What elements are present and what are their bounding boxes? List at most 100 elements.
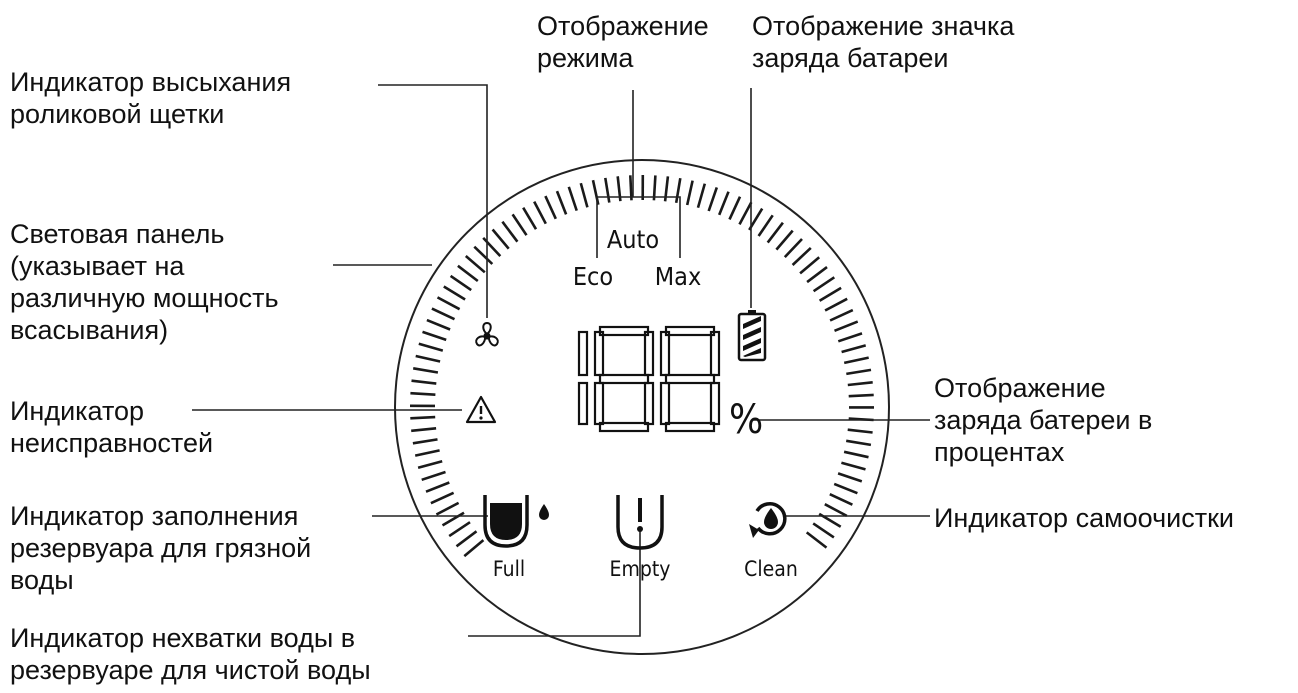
light-bar-segment	[464, 255, 486, 274]
empty-label: Empty	[610, 557, 671, 581]
digit-segment	[659, 381, 671, 426]
light-bar-segment	[847, 428, 873, 434]
light-bar-segment	[696, 183, 707, 209]
light-bar-segment	[783, 238, 803, 258]
light-bar-segment	[412, 438, 438, 445]
callout-battery-icon-display: Отображение значка заряда батареи	[752, 11, 1015, 73]
full-label: Full	[493, 557, 525, 581]
light-bar-segment	[841, 461, 866, 471]
light-bar-segment	[629, 175, 633, 201]
light-bar-segment	[555, 190, 568, 215]
mode-max-label: Max	[655, 262, 702, 291]
digit-segment	[659, 330, 671, 377]
light-bar-segment	[455, 530, 478, 548]
light-bar-segment	[846, 368, 872, 376]
light-bar-segment	[443, 285, 466, 301]
battery-icon	[737, 310, 767, 362]
light-bar-segment	[436, 296, 461, 311]
light-bar-segment	[449, 274, 472, 292]
light-bar-segment	[415, 354, 441, 363]
self-clean-icon	[749, 502, 787, 538]
light-bar-segment	[417, 460, 443, 470]
light-bar-segment	[441, 511, 465, 527]
light-bar-segment	[728, 196, 742, 220]
light-bar-segment	[833, 482, 858, 495]
light-bar-segment	[837, 332, 863, 343]
battery-percent-digits	[577, 325, 721, 433]
light-bar-segment	[848, 393, 874, 398]
digit-segment	[577, 330, 589, 377]
leader-lines	[192, 84, 930, 637]
light-bar-segment	[824, 297, 848, 312]
light-bar-segment	[652, 175, 657, 201]
digit-segment	[598, 373, 650, 385]
leader-brush-drying	[378, 84, 488, 318]
light-bar-segment	[414, 449, 440, 457]
light-bar-segment	[473, 245, 494, 265]
light-bar-segment	[766, 221, 784, 244]
light-bar-segment	[501, 220, 519, 243]
light-bar-segment	[738, 201, 753, 226]
leader-mode-bracket	[596, 196, 681, 258]
light-bar-segment	[410, 391, 436, 396]
light-bar-segment	[421, 470, 446, 482]
clean-label: Clean	[744, 557, 798, 581]
light-bar-segment	[418, 342, 444, 352]
light-bar-segment	[812, 522, 835, 539]
light-bar-segment	[411, 379, 437, 385]
light-bar-segment	[411, 427, 437, 433]
dirty-tank-icon	[483, 495, 529, 548]
display-outer-ring	[394, 159, 890, 655]
light-bar-segment	[806, 266, 828, 284]
light-bar-segment	[674, 177, 682, 204]
digit-segment	[577, 381, 589, 426]
light-bar-segment	[799, 256, 821, 275]
light-bar-segment	[805, 531, 828, 549]
light-bar-segment	[707, 186, 719, 212]
light-bar-segment	[457, 264, 479, 283]
light-bar-segment	[847, 381, 873, 387]
light-bar-segment	[834, 320, 859, 333]
light-bar-segment	[567, 186, 578, 212]
percent-sign: %	[729, 397, 763, 443]
callout-clean-water: Индикатор нехватки воды в резервуаре для…	[10, 623, 371, 685]
callout-fault: Индикатор неисправностей	[10, 396, 214, 458]
digit-segment	[643, 381, 655, 426]
light-bar-segment	[824, 503, 848, 518]
mode-eco-label: Eco	[573, 262, 613, 291]
light-bar-segment	[837, 472, 863, 483]
light-bar-segment	[448, 521, 471, 538]
light-bar-segment	[818, 286, 842, 302]
light-bar-segment	[425, 481, 450, 493]
light-bar-segment	[430, 491, 455, 505]
light-bar-segment	[463, 539, 485, 558]
fan-icon	[475, 321, 499, 347]
callout-dirty-tank: Индикатор заполнения резервуара для гряз…	[10, 501, 312, 595]
light-bar-segment	[435, 501, 460, 516]
light-bar-segments	[409, 174, 874, 558]
mode-auto-label: Auto	[607, 225, 659, 254]
clean-water-tank-icon	[616, 495, 664, 550]
light-bar-segment	[412, 367, 439, 374]
digit-segment	[593, 381, 605, 426]
light-bar-segment	[522, 207, 538, 230]
light-bar-segment	[775, 229, 794, 251]
light-bar-segment	[426, 318, 451, 331]
light-bar-segment	[533, 200, 547, 225]
callout-light-bar: Световая панель (указывает на различную …	[10, 219, 279, 345]
light-bar-segment	[845, 439, 872, 447]
warning-icon	[465, 395, 497, 424]
digit-segment	[664, 373, 716, 385]
light-bar-segment	[491, 228, 510, 250]
digit-segment	[709, 330, 721, 377]
digit-segment	[598, 421, 650, 433]
digit-segment	[643, 330, 655, 377]
digit-segment	[664, 421, 716, 433]
light-bar-segment	[410, 415, 436, 420]
light-bar-segment	[544, 195, 557, 220]
digit-segment	[709, 381, 721, 426]
leader-clean-water	[468, 528, 641, 637]
light-bar-segment	[843, 450, 869, 459]
callout-self-clean: Индикатор самоочистки	[934, 503, 1235, 533]
